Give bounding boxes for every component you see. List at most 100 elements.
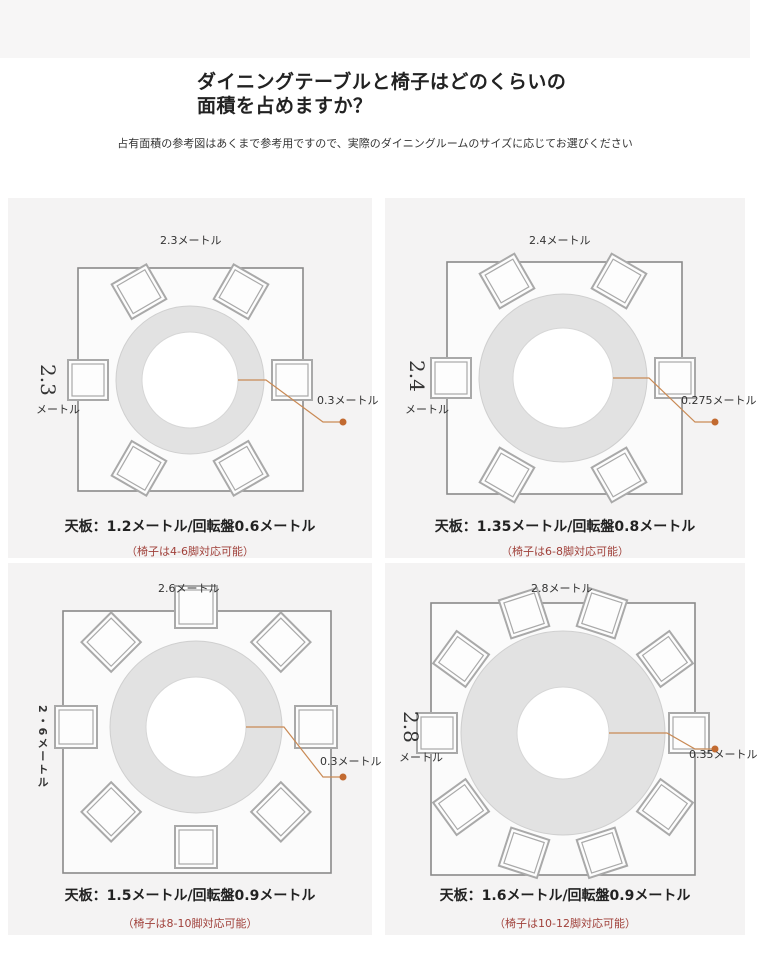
floor-plan-1 [67,262,347,498]
chair [590,252,648,310]
turntable [512,327,614,429]
chair-inner [298,709,334,745]
title-line-2: 面積を占めますか？ [197,95,373,117]
chair-outer [174,825,218,869]
chair [478,252,536,310]
top-dimension: 2.8メートル [531,582,593,595]
side-dimension-number: 2.3 [36,364,60,396]
chair-inner [178,589,214,625]
floor-plan-2 [430,252,719,504]
chair-inner [596,258,642,304]
panel-1: 2.3メートル 2.3 メートル 0.3メートル 天板：1.2メートル/回転盤0… [8,198,379,558]
chair-note: （椅子は4-6脚対応可能） [126,545,254,558]
chair-outer [80,611,143,674]
chair-outer [54,705,98,749]
chair [416,712,458,754]
chair [654,357,696,399]
chair-outer [249,780,312,843]
measure-dot [711,418,719,426]
chair-inner [581,592,623,635]
turntable-gap-measure: 0.275メートル [681,394,757,407]
chair-outer [416,712,458,754]
chair [635,777,695,837]
floor-plan-4 [416,586,719,880]
chair-outer [212,262,270,321]
chair [271,359,313,401]
chair [497,826,551,880]
turntable-gap-measure: 0.3メートル [317,394,379,407]
turntable [141,331,239,429]
measure-line [609,732,715,750]
chair-inner [178,829,214,865]
chair-outer [431,629,491,689]
chair-inner [275,363,309,397]
chair-inner [255,617,306,668]
chair-outer [635,629,695,689]
turntable [145,676,247,778]
chair-outer [67,359,109,401]
chair-inner [71,363,105,397]
side-dimension-unit: メートル [36,403,80,416]
chair-inner [672,716,706,750]
chair-outer [249,611,312,674]
chair-note: （椅子は10-12脚対応可能） [494,917,636,930]
chair-inner [484,452,530,498]
chair [80,780,143,843]
chair-outer [590,252,648,310]
spec-text: 天板：1.2メートル/回転盤0.6メートル [64,519,316,535]
chair-inner [218,268,264,315]
chair-inner [116,268,162,315]
chair-inner [255,786,306,837]
chair [249,611,312,674]
turntable-gap-measure: 0.35メートル [689,748,758,761]
chair-outer [174,585,218,629]
chair [174,585,218,629]
chair-outer [654,357,696,399]
chair [478,446,536,504]
chair [497,586,551,640]
spec-text: 天板：1.35メートル/回転盤0.8メートル [434,519,696,535]
chair-outer [212,439,270,498]
chair [212,262,270,321]
chair [54,705,98,749]
side-dimension-unit: メートル [399,751,443,764]
panel-2: 2.4メートル 2.4 メートル 0.275メートル 天板：1.35メートル/回… [385,198,757,558]
chair-outer [668,712,710,754]
chair-inner [420,716,454,750]
turntable-gap-measure: 0.3メートル [320,755,382,768]
spec-text: 天板：1.6メートル/回転盤0.9メートル [439,888,691,904]
page-title: ダイニングテーブルと椅子はどのくらいの 面積を占めますか？ [197,70,566,118]
side-dimension-number: 2.4 [405,360,429,392]
chair-outer [110,439,168,498]
side-dimension-unit: 2・6メートル [36,705,49,790]
turntable [516,686,610,780]
page-subtitle: 占有面積の参考図はあくまで参考用ですので、実際のダイニングルームのサイズに応じて… [117,137,633,150]
chair-inner [503,592,545,635]
chair-outer [271,359,313,401]
chair-inner [641,783,689,831]
top-dimension: 2.4メートル [529,234,591,247]
chair-inner [437,783,485,831]
chair-inner [581,831,623,874]
chair [430,357,472,399]
chair [249,780,312,843]
floor-plan-3 [54,585,347,874]
measure-dot [711,745,719,753]
top-dimension: 2.3メートル [160,234,222,247]
chair-inner [116,445,162,492]
chair-note: （椅子は8-10脚対応可能） [122,917,258,930]
chair-inner [437,635,485,683]
chair-outer [478,446,536,504]
chair [110,439,168,498]
measure-dot [339,773,347,781]
top-dimension: 2.6メートル [158,582,220,595]
chair [431,629,491,689]
side-dimension-number: 2.8 [399,711,423,743]
chair-outer [430,357,472,399]
chair-note: （椅子は6-8脚対応可能） [501,545,629,558]
chair-inner [86,786,137,837]
chair-inner [641,635,689,683]
chair-outer [635,777,695,837]
chair-outer [590,446,648,504]
chair [575,826,629,880]
